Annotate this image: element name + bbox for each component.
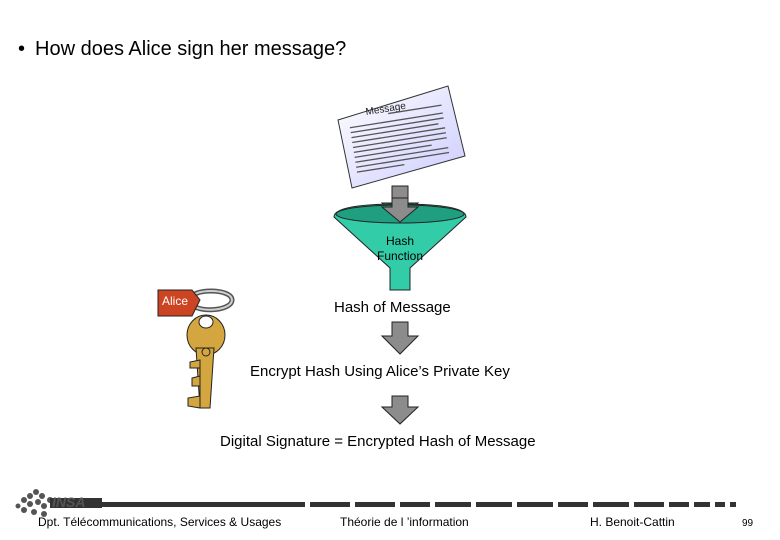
hash-function-label-line2: Function bbox=[377, 249, 423, 263]
slide-title: • How does Alice sign her message? bbox=[18, 38, 346, 61]
svg-text:INSA: INSA bbox=[52, 494, 85, 510]
message-text-lines bbox=[349, 104, 450, 173]
insa-logo: INSA bbox=[15, 489, 102, 517]
hash-function-funnel: Hash Function bbox=[333, 197, 467, 291]
hash-function-label-line1: Hash bbox=[386, 234, 414, 248]
title-text: How does Alice sign her message? bbox=[35, 38, 347, 60]
digital-signature-label: Digital Signature = Encrypted Hash of Me… bbox=[220, 433, 536, 450]
footer-page-number: 99 bbox=[742, 518, 754, 529]
title-bullet: • bbox=[18, 38, 26, 60]
footer-decor-line bbox=[100, 502, 736, 507]
arrow-to-encrypt bbox=[380, 321, 420, 355]
alice-key-tag: Alice bbox=[157, 289, 201, 317]
alice-private-key-icon: Alice bbox=[157, 288, 235, 409]
hash-of-message-label: Hash of Message bbox=[334, 299, 451, 316]
encrypt-hash-step-label: Encrypt Hash Using Alice’s Private Key bbox=[250, 363, 510, 380]
footer-department: Dpt. Télécommunications, Services & Usag… bbox=[38, 515, 282, 529]
footer-course: Théorie de l ’information bbox=[340, 515, 469, 529]
arrow-to-signature bbox=[380, 395, 420, 425]
alice-key-tag-label: Alice bbox=[162, 294, 188, 308]
footer-author: H. Benoit-Cattin bbox=[590, 515, 675, 529]
message-document: Message bbox=[337, 85, 466, 189]
